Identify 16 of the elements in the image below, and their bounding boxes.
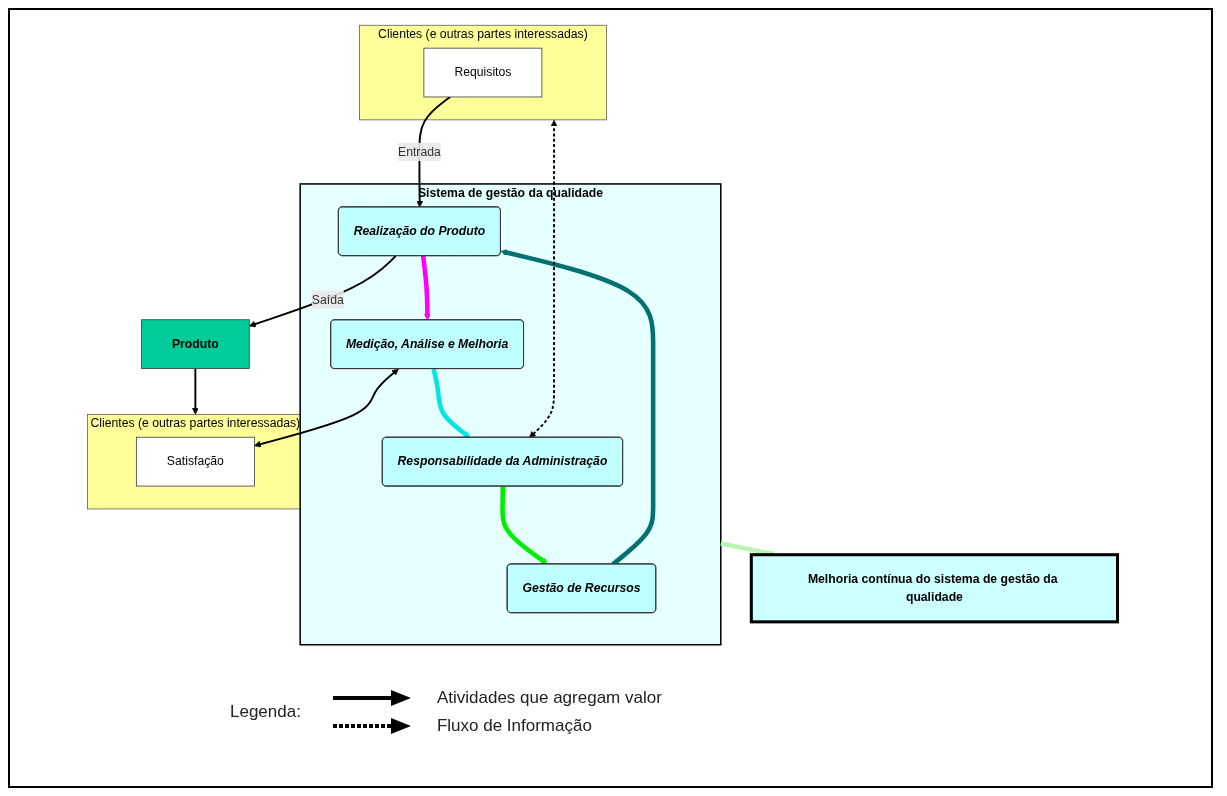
arrow [529,119,558,438]
legend-heading: Legenda: [230,702,301,722]
node-box: Requisitos [423,47,543,98]
arrow [192,367,199,415]
node-box: Produto [141,319,250,369]
edge-label: Saída [311,292,344,306]
arrow [248,255,397,328]
legend-text: Atividades que agregam valor [436,688,662,708]
node-box: Melhoria contínua do sistema de gestão da qualidade [749,553,1120,624]
edge-label: Entrada [398,145,441,158]
arrow [500,486,548,565]
arrow [254,368,399,448]
node-box: Satisfação [135,436,255,487]
arrow [431,368,471,438]
arrow [420,255,431,321]
legend-text: Fluxo de Informação [436,716,592,736]
